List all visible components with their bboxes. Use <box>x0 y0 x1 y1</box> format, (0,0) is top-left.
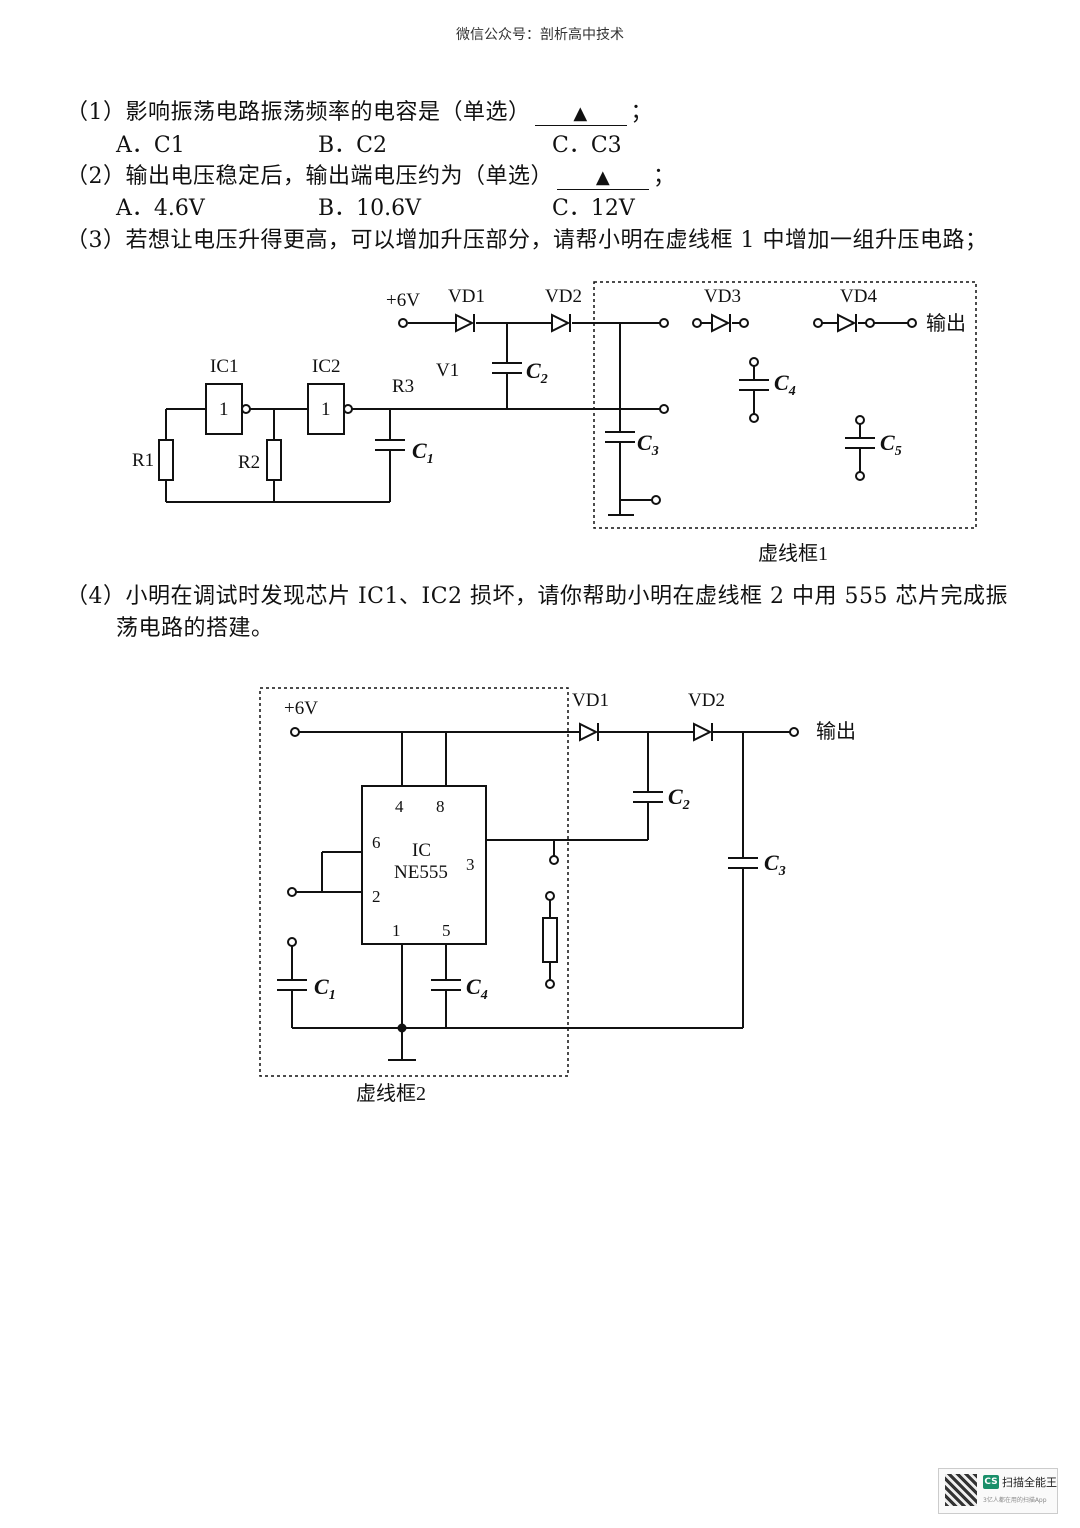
c1-output-label: 输出 <box>926 312 966 335</box>
c1-c1-label: C <box>412 438 427 463</box>
c2-vd2-diode-icon <box>693 722 713 742</box>
c2-c4-sub: 4 <box>480 988 488 1003</box>
question-2-end: ； <box>653 164 676 189</box>
c2-c3-sub: 3 <box>778 864 786 879</box>
c1-vd2-label: VD2 <box>545 286 582 307</box>
question-3: （3）若想让电压升得更高，可以增加升压部分，请帮小明在虚线框 1 中增加一组升压… <box>66 228 988 253</box>
vd2-diode-icon <box>551 313 571 333</box>
c1-c2-sub: 2 <box>540 372 548 387</box>
svg-text:C4: C4 <box>774 370 796 399</box>
circuit-diagram-2: +6V VD1 VD2 输出 IC NE555 4 8 6 2 3 1 5 C1… <box>259 687 856 1105</box>
vd3-diode-icon <box>711 313 731 333</box>
c1-ic1-label: IC1 <box>210 356 239 377</box>
circuit-diagram-1: +6V VD1 VD2 VD3 VD4 IC1 IC2 1 1 R1 R2 R3… <box>132 281 977 565</box>
vd1-diode-icon <box>455 313 475 333</box>
c1-c5-label: C <box>880 430 895 455</box>
q2-option-b: B．10.6V <box>318 196 422 221</box>
c2-pin-4: 4 <box>395 797 404 816</box>
c1-ic2-label: IC2 <box>312 356 341 377</box>
c1-c3-label: C <box>637 430 652 455</box>
q2-option-c: C．12V <box>552 196 635 221</box>
c1-v1-label: V1 <box>436 360 459 381</box>
c1-c5-sub: 5 <box>895 444 902 459</box>
svg-text:C4: C4 <box>466 974 488 1003</box>
c2-c2-sub: 2 <box>682 798 690 813</box>
dashed-box-1-label: 虚线框1 <box>758 542 828 565</box>
c1-c1-sub: 1 <box>427 452 434 467</box>
q1-option-a: A．C1 <box>116 133 185 158</box>
source-header: 微信公众号：剖析高中技术 <box>456 27 624 43</box>
question-4-line-2: 荡电路的搭建。 <box>116 616 274 641</box>
c2-c1-label: C <box>314 974 329 999</box>
c2-c4-label: C <box>466 974 481 999</box>
q2-option-a: A．4.6V <box>116 196 205 221</box>
c1-c2-label: C <box>526 358 541 383</box>
c1-ic1-gate: 1 <box>219 399 229 420</box>
c2-c3-label: C <box>764 850 779 875</box>
c2-pin-2: 2 <box>372 887 381 906</box>
question-1-text: （1）影响振荡电路振荡频率的电容是（单选） <box>66 100 531 125</box>
svg-text:C3: C3 <box>637 430 659 459</box>
c2-vd2-label: VD2 <box>688 690 725 711</box>
q1-option-b: B．C2 <box>318 133 387 158</box>
c1-r1-label: R1 <box>132 450 154 471</box>
c2-c1-sub: 1 <box>329 988 336 1003</box>
c2-pin-8: 8 <box>436 797 445 816</box>
c2-c2-label: C <box>668 784 683 809</box>
c1-vd3-label: VD3 <box>704 286 741 307</box>
svg-text:C2: C2 <box>526 358 548 387</box>
c1-c4-label: C <box>774 370 789 395</box>
c1-vd1-label: VD1 <box>448 286 485 307</box>
watermark-title: 扫描全能王 <box>1002 1476 1057 1489</box>
watermark-subtitle: 3亿人都在用的扫描App <box>983 1497 1047 1504</box>
question-4-line-1: （4）小明在调试时发现芯片 IC1、IC2 损坏，请你帮助小明在虚线框 2 中用… <box>66 584 1008 609</box>
c2-vd1-label: VD1 <box>572 690 609 711</box>
dashed-box-2-label: 虚线框2 <box>356 1082 426 1105</box>
c2-vd1-diode-icon <box>579 722 599 742</box>
qr-code-icon <box>945 1474 977 1506</box>
c1-supply-label: +6V <box>386 290 420 311</box>
vd4-diode-icon <box>837 313 857 333</box>
svg-text:C2: C2 <box>668 784 690 813</box>
c2-pin-3: 3 <box>466 855 475 874</box>
svg-text:C1: C1 <box>412 438 434 467</box>
c1-ic2-gate: 1 <box>321 399 331 420</box>
c2-ic-model: NE555 <box>394 862 448 883</box>
camscanner-logo-icon: CS <box>983 1475 999 1489</box>
c2-pin-5: 5 <box>442 921 451 940</box>
c1-r2-label: R2 <box>238 452 260 473</box>
question-1: （1）影响振荡电路振荡频率的电容是（单选）▲； <box>66 94 653 126</box>
scanner-watermark: CS 扫描全能王 3亿人都在用的扫描App <box>938 1468 1058 1514</box>
svg-text:C5: C5 <box>880 430 902 459</box>
c1-vd4-label: VD4 <box>840 286 877 307</box>
c2-output-label: 输出 <box>816 720 856 743</box>
answer-blank-1[interactable]: ▲ <box>534 103 627 126</box>
answer-blank-2[interactable]: ▲ <box>557 167 649 190</box>
c1-r3-label: R3 <box>392 376 414 397</box>
svg-text:C1: C1 <box>314 974 336 1003</box>
c1-c4-sub: 4 <box>788 384 796 399</box>
q1-option-c: C．C3 <box>552 133 622 158</box>
c2-supply-label: +6V <box>284 698 318 719</box>
c2-pin-6: 6 <box>372 833 381 852</box>
c2-ic-name: IC <box>412 840 431 861</box>
c2-pin-1: 1 <box>392 921 401 940</box>
question-2: （2）输出电压稳定后，输出端电压约为（单选）▲； <box>66 158 676 190</box>
question-2-text: （2）输出电压稳定后，输出端电压约为（单选） <box>66 164 553 189</box>
c1-c3-sub: 3 <box>651 444 659 459</box>
question-1-end: ； <box>630 100 654 125</box>
svg-text:C3: C3 <box>764 850 786 879</box>
